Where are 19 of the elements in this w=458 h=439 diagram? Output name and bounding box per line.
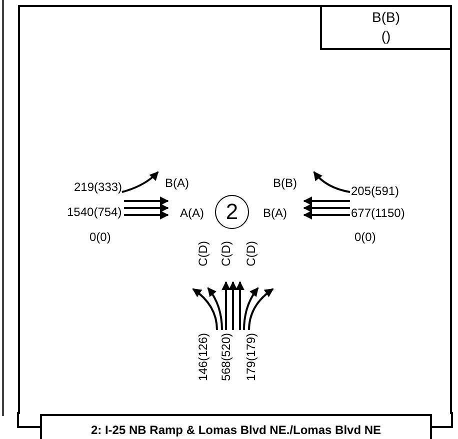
lane-configuration-box: B(B) ()	[320, 5, 452, 50]
movement-label: C(D)	[219, 241, 233, 266]
traffic-volume: 1540(754)	[67, 205, 122, 219]
movement-label: B(A)	[165, 176, 189, 190]
traffic-volume: 205(591)	[351, 184, 400, 198]
movement-label: B(B)	[273, 176, 297, 190]
traffic-volume: 179(179)	[244, 333, 258, 382]
panel-title: 2: I-25 NB Ramp & Lomas Blvd NE./Lomas Blvd NE	[40, 414, 432, 439]
traffic-volume: 677(1150)	[351, 206, 405, 220]
traffic-volume: 568(520)	[219, 333, 233, 382]
movement-label: A(A)	[180, 206, 204, 220]
traffic-volume: 0(0)	[90, 230, 111, 244]
movement-label: B(A)	[263, 206, 287, 220]
traffic-volume: 0(0)	[354, 230, 376, 244]
intersection-number-circle: 2	[215, 195, 249, 229]
movement-label: C(D)	[196, 241, 210, 266]
traffic-volume: 146(126)	[196, 333, 210, 382]
movement-label: C(D)	[244, 241, 258, 266]
traffic-volume: 219(333)	[74, 180, 122, 194]
